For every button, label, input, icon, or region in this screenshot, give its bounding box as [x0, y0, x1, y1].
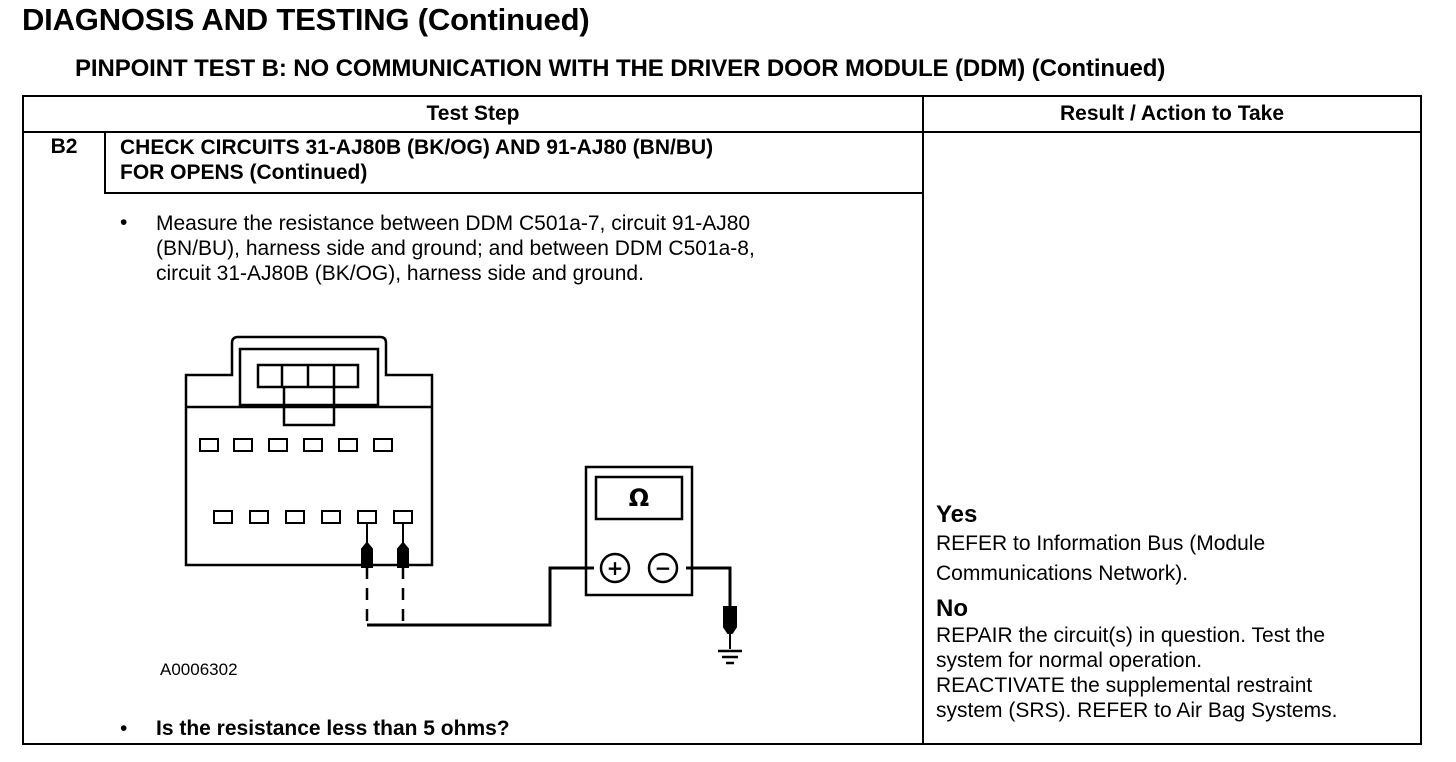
- header-test-step: Test Step: [426, 102, 520, 125]
- result-no-label: No: [936, 595, 968, 622]
- ohm-symbol: Ω: [629, 484, 649, 512]
- result-line: REPAIR the circuit(s) in question. Test …: [936, 624, 1326, 647]
- result-line: REACTIVATE the supplemental restraint: [936, 674, 1313, 697]
- bullet: •: [120, 211, 128, 234]
- header-result-action: Result / Action to Take: [1059, 102, 1285, 125]
- result-line: system (SRS). REFER to Air Bag Systems.: [936, 699, 1338, 722]
- header-divider: [24, 131, 1420, 133]
- ground-probe: [723, 606, 737, 649]
- test-question: Is the resistance less than 5 ohms?: [156, 717, 510, 740]
- probe-leads-dashed: [365, 567, 405, 625]
- result-yes-action: REFER to Information Bus (Module Communi…: [936, 529, 1426, 589]
- step-id-divider: [104, 131, 106, 193]
- step-title: CHECK CIRCUITS 31-AJ80B (BK/OG) AND 91-A…: [120, 135, 900, 185]
- terminal-row-bottom: [213, 510, 413, 524]
- result-no-action: REPAIR the circuit(s) in question. Test …: [936, 623, 1426, 723]
- step-title-line: CHECK CIRCUITS 31-AJ80B (BK/OG) AND 91-A…: [120, 136, 714, 159]
- step-title-line: FOR OPENS (Continued): [120, 161, 368, 184]
- pinpoint-test-title: PINPOINT TEST B: NO COMMUNICATION WITH T…: [75, 55, 1166, 82]
- instruction-line: (BN/BU), harness side and ground; and be…: [156, 237, 755, 260]
- ground-icon: [718, 649, 742, 665]
- instruction-text: Measure the resistance between DDM C501a…: [156, 211, 916, 286]
- plus-terminal-icon: +: [607, 556, 624, 580]
- connector-meter-diagram: Ω + −: [184, 335, 742, 665]
- instruction-line: circuit 31-AJ80B (BK/OG), harness side a…: [156, 262, 644, 285]
- result-line: system for normal operation.: [936, 649, 1203, 672]
- probe-tips: [361, 523, 409, 568]
- bullet: •: [120, 717, 128, 740]
- multimeter: [584, 465, 694, 597]
- minus-terminal-icon: −: [655, 556, 672, 580]
- figure-id: A0006302: [160, 660, 238, 679]
- result-line: REFER to Information Bus (Module: [936, 532, 1266, 555]
- instruction-line: Measure the resistance between DDM C501a…: [156, 212, 751, 235]
- column-divider: [922, 97, 924, 743]
- page-title: DIAGNOSIS AND TESTING (Continued): [22, 2, 590, 37]
- connector-body: [184, 335, 434, 567]
- connector-latch: [238, 347, 380, 407]
- step-title-divider: [104, 192, 922, 194]
- meter-leads: [367, 566, 732, 627]
- test-table: Test Step Result / Action to Take B2 CHE…: [22, 95, 1422, 745]
- terminal-row-top: [199, 438, 393, 452]
- result-line: Communications Network).: [936, 562, 1189, 585]
- result-yes-label: Yes: [936, 501, 978, 528]
- step-id: B2: [50, 135, 78, 158]
- connector-latch-inner: [256, 363, 360, 389]
